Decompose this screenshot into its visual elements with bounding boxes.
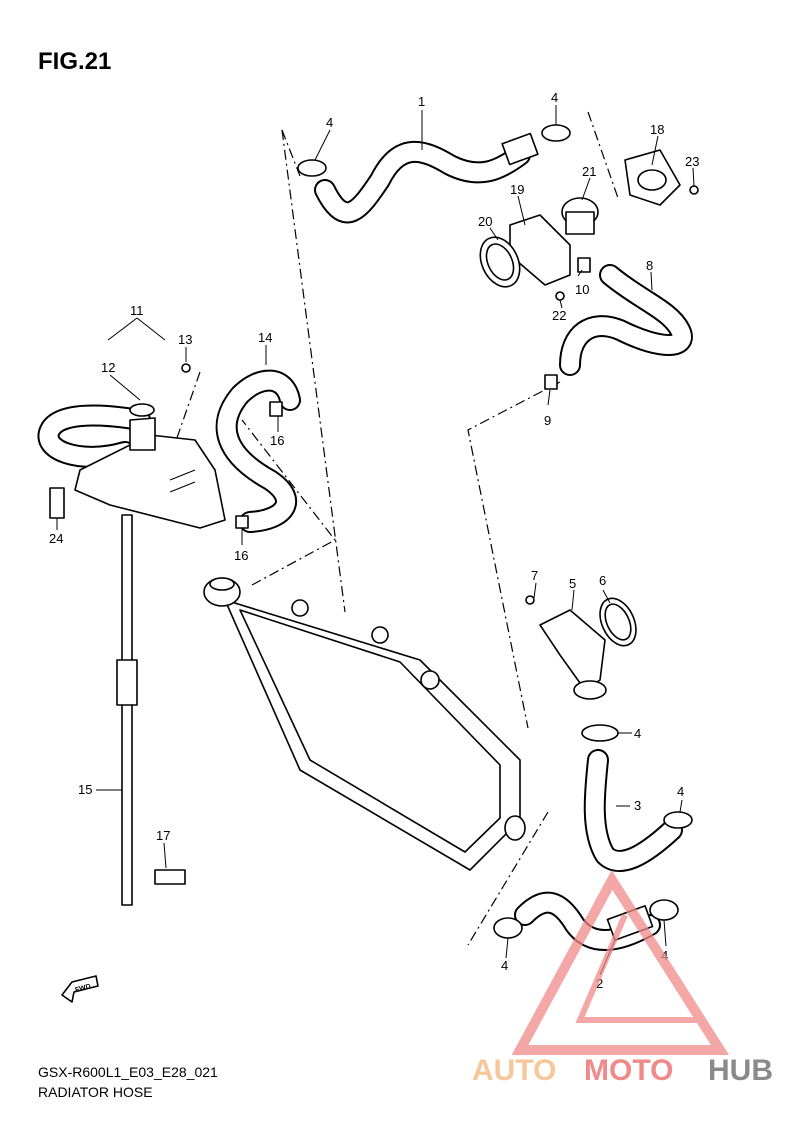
callout-15: 15 (78, 782, 92, 797)
callout-16a: 16 (270, 433, 284, 448)
radiator (203, 577, 526, 871)
figure-title: FIG.21 (38, 48, 112, 75)
callout-21: 21 (582, 164, 596, 179)
hose-8 (559, 264, 693, 376)
fwd-arrow-icon: FWD (61, 975, 99, 1003)
callout-9: 9 (544, 413, 551, 428)
water-outlet (539, 597, 637, 700)
callout-5: 5 (569, 576, 576, 591)
callout-6: 6 (599, 573, 606, 588)
thermostat-cover (624, 149, 681, 206)
callout-22: 22 (552, 308, 566, 323)
callout-24: 24 (49, 531, 63, 546)
callout-11: 11 (130, 303, 144, 318)
callout-19: 19 (510, 182, 524, 197)
thermostat-housing (479, 214, 571, 288)
callout-4d: 4 (677, 784, 684, 799)
assembly-lines (149, 111, 619, 946)
hose-3 (583, 749, 683, 872)
callout-17: 17 (156, 828, 170, 843)
watermark-text: AUTO MOTO HUB (472, 1054, 773, 1087)
callout-14: 14 (258, 330, 272, 345)
callout-23: 23 (685, 154, 699, 169)
upper-hose-1 (314, 132, 539, 224)
figure-caption: RADIATOR HOSE (38, 1084, 153, 1100)
callout-numbers: 1 2 3 4 4 4 4 4 4 5 6 7 8 9 10 11 12 13 … (49, 90, 699, 991)
hose-clamps (297, 124, 693, 939)
overflow-hose (37, 404, 151, 468)
callout-4a: 4 (326, 115, 333, 130)
callout-2: 2 (596, 976, 603, 991)
thermostat (561, 197, 599, 235)
reservoir-tank (74, 403, 226, 529)
callout-3: 3 (634, 798, 641, 813)
small-fasteners (49, 185, 699, 885)
watermark-logo (511, 870, 730, 1055)
callout-20: 20 (478, 214, 492, 229)
model-code: GSX-R600L1_E03_E28_021 (38, 1064, 218, 1080)
callout-16b: 16 (234, 548, 248, 563)
callout-4e: 4 (501, 958, 508, 973)
watermark-hub: HUB (708, 1054, 773, 1087)
callout-13: 13 (178, 332, 192, 347)
callout-18: 18 (650, 122, 664, 137)
drain-hose-15 (116, 514, 138, 906)
hose-14 (215, 369, 301, 533)
callout-4c: 4 (634, 726, 641, 741)
watermark-moto: MOTO (584, 1054, 673, 1087)
callout-12: 12 (101, 360, 115, 375)
callout-4b: 4 (551, 90, 558, 105)
fwd-label: FWD (74, 983, 91, 994)
callout-1: 1 (418, 94, 425, 109)
watermark-auto: AUTO (472, 1054, 556, 1087)
callout-8: 8 (646, 258, 653, 273)
callout-10: 10 (575, 282, 589, 297)
callout-7: 7 (531, 568, 538, 583)
